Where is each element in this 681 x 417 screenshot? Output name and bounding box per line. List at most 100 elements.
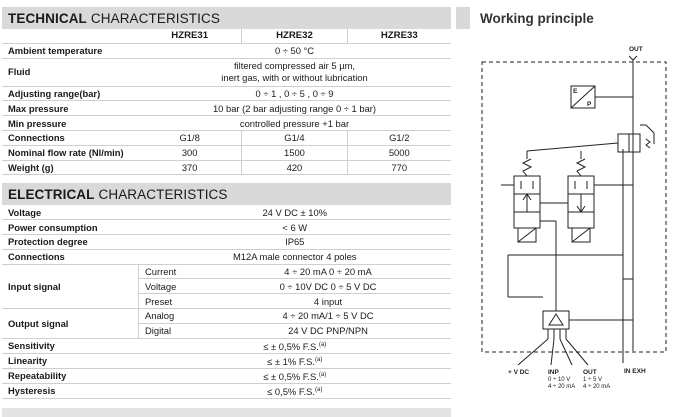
p-label: P bbox=[587, 101, 592, 108]
table-row: Max pressure 10 bar (2 bar adjusting ran… bbox=[2, 100, 451, 117]
out-top-label: OUT bbox=[629, 46, 643, 53]
table-row: Min pressure controlled pressure +1 bar bbox=[2, 115, 451, 131]
row-value: ≤ ± 0,5% F.S.(a) bbox=[138, 368, 451, 384]
row-value: controlled pressure +1 bar bbox=[138, 115, 451, 131]
row-value: IP65 bbox=[138, 234, 451, 250]
row-value: ≤ ± 0,5% F.S.(a) bbox=[138, 338, 451, 354]
row-value: 770 bbox=[347, 160, 451, 176]
sub-label: Voltage bbox=[138, 278, 205, 295]
row-label: Adjusting range(bar) bbox=[2, 86, 138, 102]
row-label: Linearity bbox=[2, 353, 139, 369]
row-label: Fluid bbox=[2, 58, 138, 87]
row-label: Connections bbox=[2, 249, 139, 265]
table-row: Protection degree IP65 bbox=[2, 234, 451, 250]
row-label: Hysteresis bbox=[2, 383, 139, 400]
fluid-line-1: filtered compressed air 5 µm, bbox=[233, 60, 356, 72]
row-value: < 6 W bbox=[138, 219, 451, 235]
row-label: Power consumption bbox=[2, 219, 139, 235]
pneumatic-schematic: OUT E P IN EXH + V DC INP OUT 0 ÷ 10 V 1… bbox=[481, 46, 667, 383]
table-row: Voltage 24 V DC ± 10% bbox=[2, 205, 451, 221]
right-spring-icon bbox=[575, 158, 587, 177]
row-label: Sensitivity bbox=[2, 338, 139, 354]
row-label: Repeatability bbox=[2, 368, 139, 384]
table-row: Preset 4 input bbox=[2, 293, 451, 309]
electrical-title-rest: CHARACTERISTICS bbox=[98, 186, 228, 202]
table-row: Nominal flow rate (Nl/min) 300 1500 5000 bbox=[2, 145, 451, 161]
row-value: 1500 bbox=[241, 145, 348, 161]
technical-title-rest: CHARACTERISTICS bbox=[90, 10, 220, 26]
table-row: Voltage 0 ÷ 10V DC 0 ÷ 5 V DC bbox=[2, 278, 451, 295]
table-row: Adjusting range(bar) 0 ÷ 1 , 0 ÷ 5 , 0 ÷… bbox=[2, 86, 451, 102]
row-label: Min pressure bbox=[2, 115, 138, 131]
electrical-table: Voltage 24 V DC ± 10% Power consumption … bbox=[2, 205, 451, 400]
sub-label: Analog bbox=[138, 308, 205, 324]
row-value: 420 bbox=[241, 160, 348, 176]
row-label: Protection degree bbox=[2, 234, 139, 250]
row-value: 10 bar (2 bar adjusting range 0 ÷ 1 bar) bbox=[138, 100, 451, 117]
fluid-line-2: inert gas, with or without lubrication bbox=[221, 72, 368, 84]
working-principle-panel: Working principle bbox=[456, 7, 681, 390]
in-exh-label: IN EXH bbox=[624, 368, 646, 375]
vdc-label: + V DC bbox=[508, 369, 529, 376]
footnote-mark: (a) bbox=[318, 341, 327, 348]
out-voltage-range: 1 ÷ 5 V bbox=[583, 377, 602, 383]
table-row: Weight (g) 370 420 770 bbox=[2, 160, 451, 176]
table-row: Hysteresis ≤ 0,5% F.S.(a) bbox=[2, 383, 451, 400]
table-row: Digital 24 V DC PNP/NPN bbox=[2, 323, 451, 339]
value-text: ≤ ± 1% F.S. bbox=[267, 355, 315, 367]
row-value: G1/8 bbox=[138, 130, 242, 146]
technical-table: HZRE31 HZRE32 HZRE33 Ambient temperature… bbox=[2, 29, 451, 176]
out-label: OUT bbox=[583, 369, 597, 376]
models-row: HZRE31 HZRE32 HZRE33 bbox=[2, 29, 451, 44]
row-value: 370 bbox=[138, 160, 242, 176]
electrical-header: ELECTRICAL CHARACTERISTICS bbox=[2, 183, 451, 206]
model-2: HZRE32 bbox=[241, 29, 348, 44]
row-value: 4 ÷ 20 mA 0 ÷ 20 mA bbox=[205, 264, 451, 280]
left-solenoid bbox=[517, 227, 537, 243]
row-value: ≤ ± 1% F.S.(a) bbox=[138, 353, 451, 369]
specs-panel: TECHNICAL CHARACTERISTICS HZRE31 HZRE32 … bbox=[2, 7, 451, 400]
row-label: Ambient temperature bbox=[2, 43, 138, 59]
row-label: Voltage bbox=[2, 205, 139, 221]
e-label: E bbox=[573, 88, 578, 95]
row-value: M12A male connector 4 poles bbox=[138, 249, 451, 265]
output-signal-label: Output signal bbox=[2, 308, 139, 339]
row-value: ≤ 0,5% F.S.(a) bbox=[138, 383, 451, 400]
value-text: ≤ 0,5% F.S. bbox=[267, 386, 316, 398]
left-spring-icon bbox=[521, 158, 533, 177]
footnote-mark: (a) bbox=[315, 386, 323, 393]
row-label: Max pressure bbox=[2, 100, 138, 117]
row-label: Connections bbox=[2, 130, 138, 146]
inp-voltage-range: 0 ÷ 10 V bbox=[548, 377, 570, 383]
sub-label: Preset bbox=[138, 293, 205, 309]
spring-icon bbox=[645, 138, 651, 149]
table-row: Ambient temperature 0 ÷ 50 °C bbox=[2, 43, 451, 59]
model-1: HZRE31 bbox=[138, 29, 242, 44]
footnote-mark: (a) bbox=[318, 371, 327, 378]
footer-bar bbox=[2, 408, 451, 417]
row-value: G1/2 bbox=[347, 130, 451, 146]
row-value: filtered compressed air 5 µm, inert gas,… bbox=[138, 58, 451, 87]
table-row: Fluid filtered compressed air 5 µm, iner… bbox=[2, 58, 451, 87]
input-signal-label: Input signal bbox=[2, 264, 139, 309]
table-row: Power consumption < 6 W bbox=[2, 219, 451, 235]
technical-header: TECHNICAL CHARACTERISTICS bbox=[2, 7, 451, 29]
right-solenoid bbox=[571, 227, 591, 243]
working-principle-header: Working principle bbox=[456, 7, 681, 29]
enclosure-boundary bbox=[481, 61, 667, 353]
row-value: 0 ÷ 10V DC 0 ÷ 5 V DC bbox=[205, 278, 451, 295]
sub-label: Digital bbox=[138, 323, 205, 339]
table-row: Repeatability ≤ ± 0,5% F.S.(a) bbox=[2, 368, 451, 384]
out-current-range: 4 ÷ 20 mA bbox=[583, 384, 611, 390]
table-row: Connections G1/8 G1/4 G1/2 bbox=[2, 130, 451, 146]
sub-label: Current bbox=[138, 264, 205, 280]
row-label: Weight (g) bbox=[2, 160, 138, 176]
inp-label: INP bbox=[548, 369, 560, 376]
table-row: Output signal Analog 4 ÷ 20 mA/1 ÷ 5 V D… bbox=[2, 308, 451, 339]
row-value: 24 V DC ± 10% bbox=[138, 205, 451, 221]
row-value: 300 bbox=[138, 145, 242, 161]
table-row: Sensitivity ≤ ± 0,5% F.S.(a) bbox=[2, 338, 451, 354]
row-value: 0 ÷ 1 , 0 ÷ 5 , 0 ÷ 9 bbox=[138, 86, 451, 102]
row-value: 4 input bbox=[205, 293, 451, 309]
